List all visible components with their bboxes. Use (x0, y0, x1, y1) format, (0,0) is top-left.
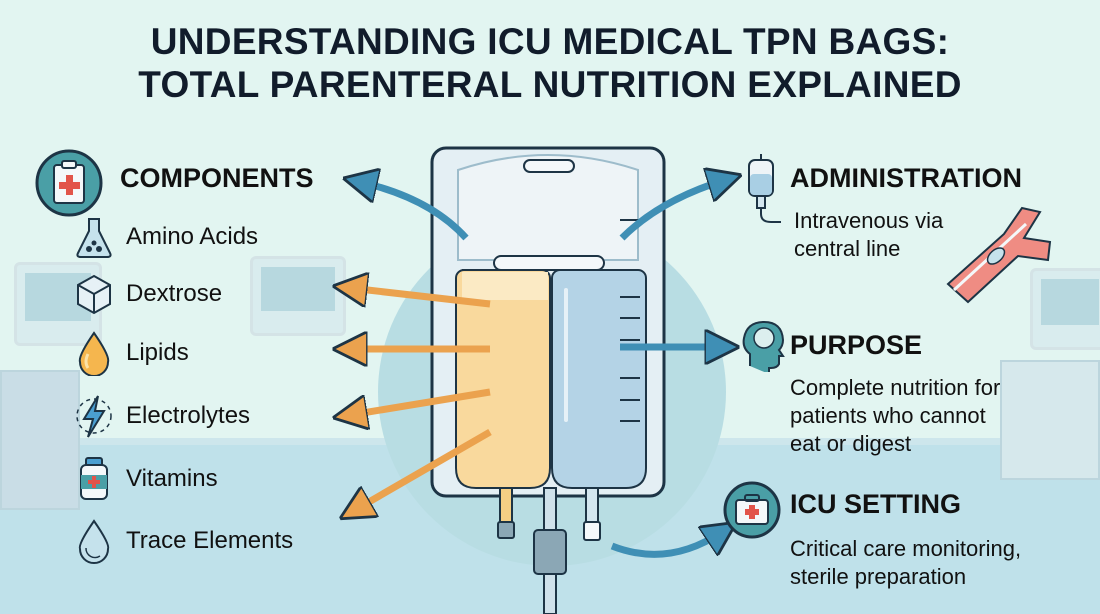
component-label: Trace Elements (126, 527, 294, 554)
component-electrolytes: Electrolytes (74, 393, 250, 439)
pill-bottle-icon (80, 457, 108, 500)
component-label: Dextrose (126, 280, 223, 307)
icu-setting-heading: ICU SETTING (790, 489, 962, 519)
oil-drop-icon (78, 331, 110, 376)
components-heading: COMPONENTS (120, 163, 314, 193)
component-dextrose: Dextrose (74, 272, 222, 316)
medical-kit-icon (722, 480, 782, 545)
component-trace-elements: Trace Elements (74, 518, 293, 564)
iv-bag-icon (745, 152, 785, 231)
head-brain-icon (742, 320, 786, 377)
arrow-to-dextrose (350, 288, 491, 308)
clipboard-medical-icon (34, 148, 104, 223)
component-label: Amino Acids (126, 223, 259, 250)
arrow-to-electrolytes (350, 388, 491, 415)
administration-heading: ADMINISTRATION (790, 163, 1022, 193)
vein-catheter-icon (944, 204, 1054, 309)
component-label: Lipids (126, 339, 189, 366)
component-label: Electrolytes (126, 402, 251, 429)
water-drop-icon (78, 519, 110, 564)
purpose-description: Complete nutrition for patients who cann… (790, 375, 1001, 456)
component-lipids: Lipids (74, 330, 189, 376)
page-title: UNDERSTANDING ICU MEDICAL TPN BAGS: TOTA… (0, 20, 1100, 106)
background-cabinet-left (0, 370, 80, 510)
component-label: Vitamins (126, 465, 218, 492)
purpose-heading: PURPOSE (790, 330, 923, 360)
background-cabinet-right (1000, 360, 1100, 480)
icu-setting-description: Critical care monitoring, sterile prepar… (790, 536, 1022, 589)
title-line-1: UNDERSTANDING ICU MEDICAL TPN BAGS: (150, 21, 950, 62)
arrow-to-trace-elements (355, 428, 492, 510)
background-monitor-center (250, 256, 346, 336)
arrow-to-administration (619, 180, 725, 241)
arrow-to-icu-setting (610, 532, 722, 558)
arrow-to-components (360, 182, 469, 241)
cube-icon (77, 274, 111, 315)
title-line-2: TOTAL PARENTERAL NUTRITION EXPLAINED (138, 64, 962, 105)
administration-description: Intravenous via central line (794, 208, 944, 261)
component-amino-acids: Amino Acids (74, 215, 258, 259)
component-vitamins: Vitamins (74, 455, 218, 503)
flask-icon (76, 218, 112, 258)
background-monitor-right (1030, 268, 1100, 350)
lightning-icon (76, 395, 112, 438)
